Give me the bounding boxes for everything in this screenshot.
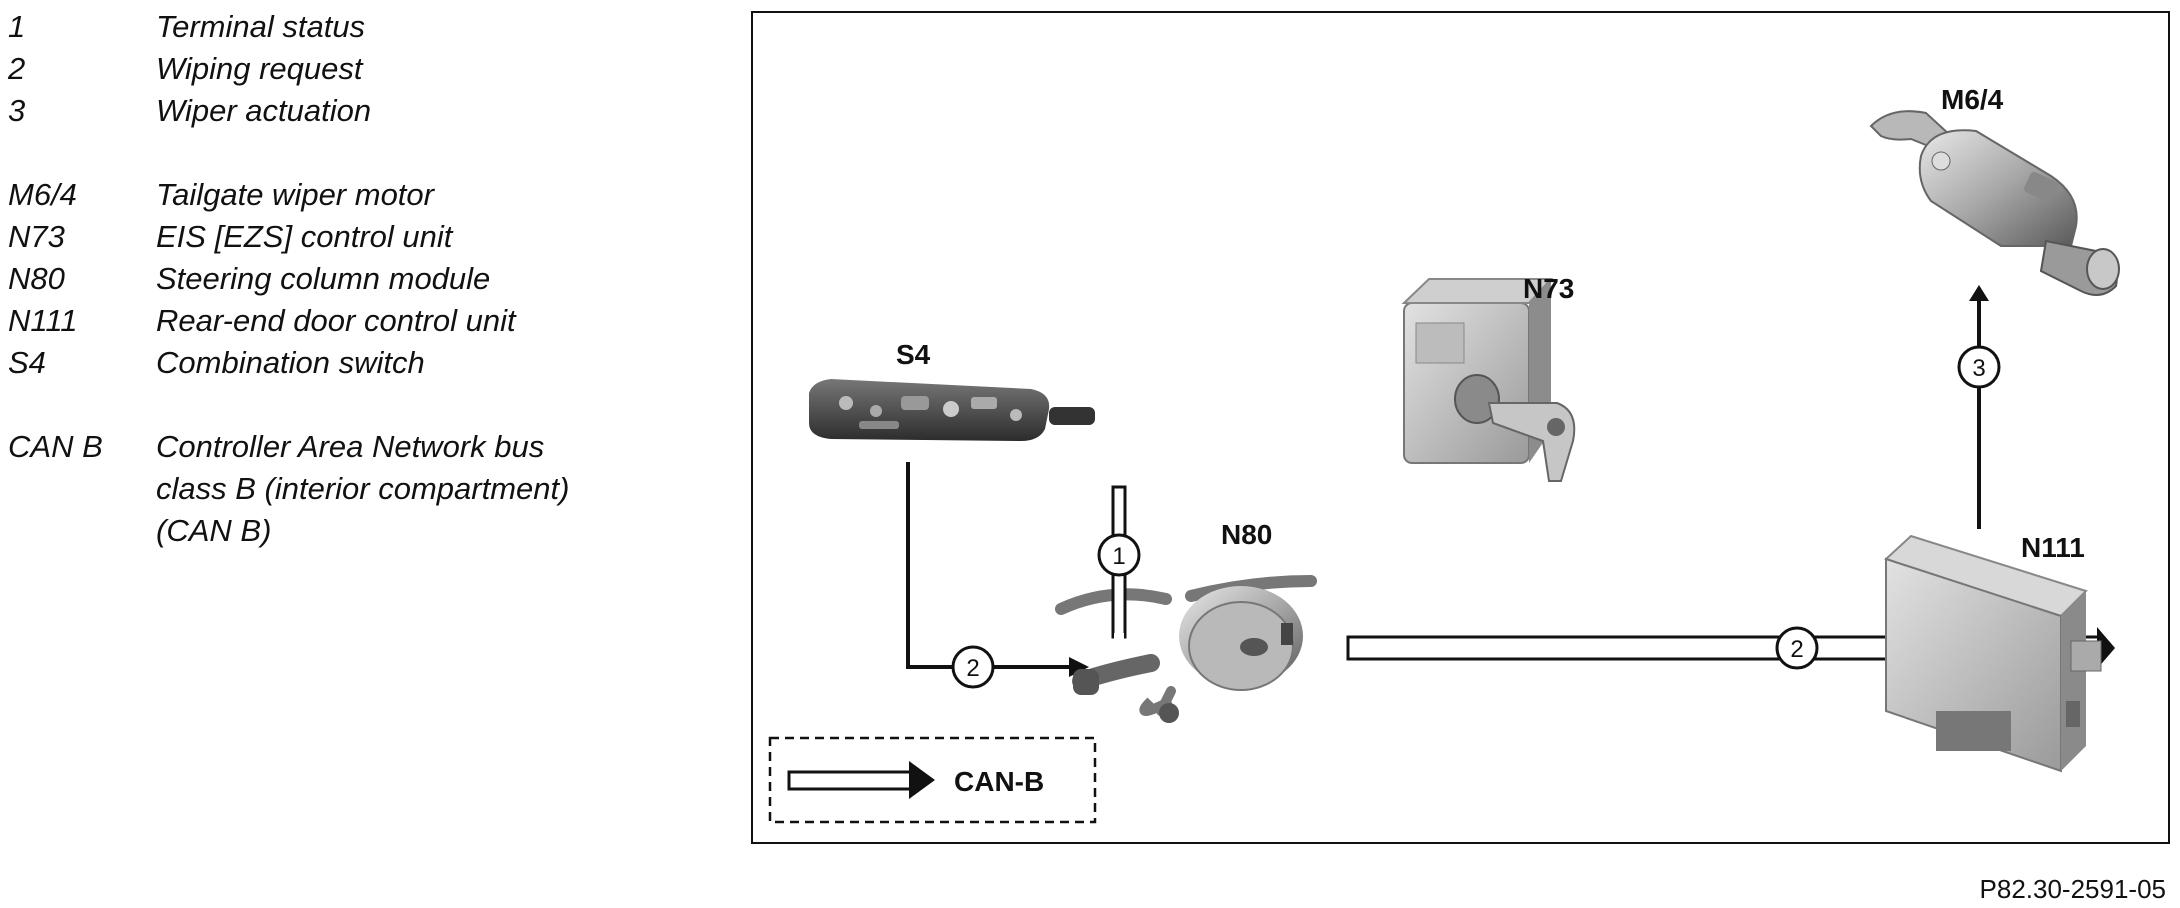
legend-text: Wiping request: [156, 51, 363, 86]
legend-text: EIS [EZS] control unit: [156, 219, 453, 254]
legend: 1 Terminal status 2 Wiping request 3 Wip…: [8, 6, 708, 552]
legend-text: Rear-end door control unit: [156, 303, 516, 338]
signal-number: 3: [1972, 355, 1985, 382]
legend-row: N111 Rear-end door control unit: [8, 300, 708, 342]
legend-code: 3: [8, 93, 26, 128]
legend-code: M6/4: [8, 177, 77, 212]
legend-code: S4: [8, 345, 46, 380]
n73-eis-control-unit-image: [1401, 278, 1576, 482]
legend-text: Controller Area Network bus: [156, 429, 545, 464]
legend-code: CAN B: [8, 429, 103, 464]
legend-text: Combination switch: [156, 345, 425, 380]
legend-text: class B (interior compartment): [156, 471, 570, 506]
s4-combination-switch-image: [809, 379, 1095, 441]
s4-label: S4: [896, 339, 931, 370]
legend-row: 2 Wiping request: [8, 48, 708, 90]
n73-label: N73: [1523, 273, 1574, 304]
legend-row: M6/4 Tailgate wiper motor: [8, 174, 708, 216]
legend-row-continued: class B (interior compartment): [8, 468, 708, 510]
signal-marker-3: [1957, 345, 2001, 389]
signal-marker-1: [1097, 533, 1141, 577]
wiper-network-diagram: S4 2 N80 1 2 N73: [768, 84, 2120, 824]
arrow-icon: [909, 761, 935, 799]
signal-number: 2: [1790, 636, 1803, 663]
legend-row-continued: (CAN B): [8, 510, 708, 552]
signal-number: 1: [1112, 543, 1125, 570]
legend-code: N111: [8, 303, 78, 338]
legend-code: 1: [8, 9, 26, 44]
legend-text: Tailgate wiper motor: [156, 177, 434, 212]
legend-text: Steering column module: [156, 261, 491, 296]
signal-marker-2: [1775, 626, 1819, 670]
legend-text: Terminal status: [156, 9, 366, 44]
legend-code: 2: [8, 51, 26, 86]
legend-text: (CAN B): [156, 513, 272, 548]
diagram-frame: [751, 11, 2170, 844]
legend-code: N73: [8, 219, 65, 254]
arrow-icon: [1969, 285, 1989, 301]
n80-steering-column-module-image: [1055, 575, 1317, 723]
legend-text: Wiper actuation: [156, 93, 372, 128]
legend-code: N80: [8, 261, 65, 296]
m64-label: M6/4: [1941, 84, 2004, 115]
legend-row: N73 EIS [EZS] control unit: [8, 216, 708, 258]
signal-marker-2: [951, 645, 995, 689]
can-b-key-label: CAN-B: [954, 766, 1044, 797]
n111-label: N111: [2021, 532, 2085, 563]
legend-row: N80 Steering column module: [8, 258, 708, 300]
arrow-icon: [1069, 657, 1089, 677]
wiping-request-line: [906, 462, 1071, 669]
legend-row: 1 Terminal status: [8, 6, 708, 48]
n111-rear-door-control-unit-image: [1884, 534, 2102, 773]
legend-row: CAN B Controller Area Network bus: [8, 426, 708, 468]
legend-row: 3 Wiper actuation: [8, 90, 708, 132]
signal-number: 2: [966, 655, 979, 682]
m64-tailgate-wiper-motor-image: [1869, 110, 2120, 296]
n80-label: N80: [1221, 519, 1272, 550]
figure-id: P82.30-2591-05: [1979, 874, 2166, 904]
can-b-key: CAN-B: [768, 736, 1097, 824]
legend-row: S4 Combination switch: [8, 342, 708, 384]
